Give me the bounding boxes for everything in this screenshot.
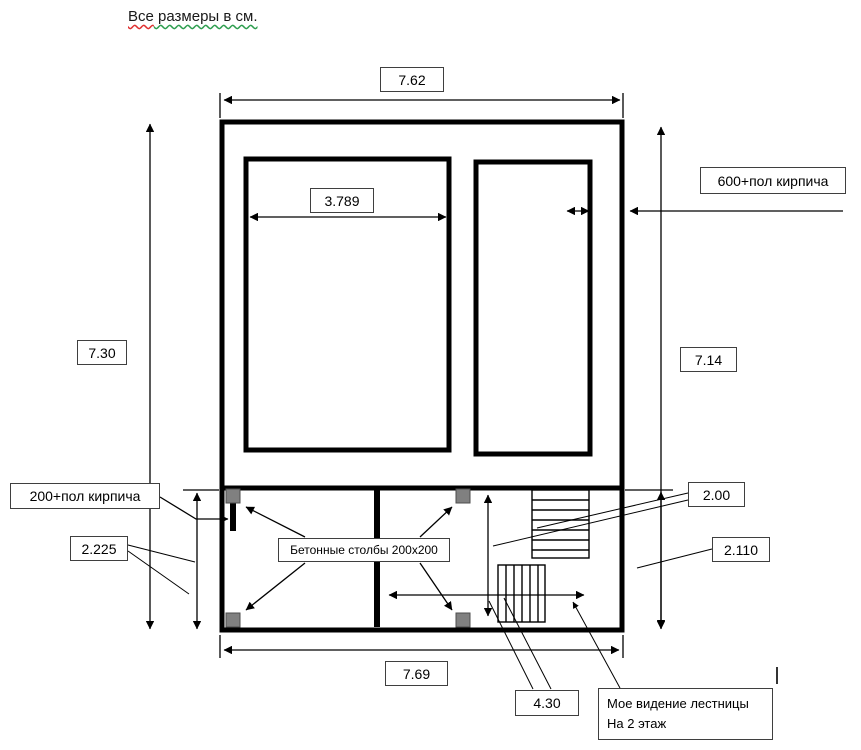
note-concrete-columns: Бетонные столбы 200x200 — [278, 538, 450, 562]
dim-bottom-width: 7.69 — [385, 661, 448, 686]
title-rest: размеры в см. — [153, 8, 258, 25]
right-room — [473, 159, 593, 457]
note-stairs-line1: Мое видение лестницы — [607, 696, 749, 711]
dim-top-width: 7.62 — [380, 67, 444, 92]
concrete-columns — [225, 488, 471, 628]
left-room — [243, 156, 452, 453]
concrete-column — [225, 612, 241, 628]
dim-bottom-span: 4.30 — [515, 690, 579, 716]
concrete-column — [455, 488, 471, 504]
inner-rooms — [243, 156, 593, 457]
dim-right-wall-thickness: 600+пол кирпича — [700, 167, 846, 194]
concrete-column — [455, 612, 471, 628]
dim-bottom-right-height: 2.110 — [712, 537, 770, 562]
dim-right-height: 7.14 — [680, 347, 737, 372]
leader-stairs-note — [572, 601, 621, 689]
outer-walls — [219, 119, 625, 633]
leader-left-wall-thickness — [159, 496, 229, 524]
outer-wall-rect — [219, 119, 625, 633]
note-stairs-line2: На 2 этаж — [607, 715, 667, 731]
dim-left-height: 7.30 — [77, 340, 127, 365]
dim-stair-flight: 2.00 — [688, 482, 745, 507]
concrete-column — [225, 488, 241, 504]
dim-left-wall-thickness: 200+пол кирпича — [10, 483, 160, 509]
note-stairs: Мое видение лестницы На 2 этаж — [598, 688, 773, 740]
stairs-lower-flight — [497, 564, 546, 623]
page-title: Все размеры в см. — [128, 8, 257, 25]
leader-lines — [127, 492, 713, 690]
dimension-lines — [145, 93, 843, 658]
title-word-spellchecked: Все — [128, 8, 154, 25]
dim-left-room-width: 3.789 — [310, 188, 374, 213]
stairs-upper-flight — [531, 489, 590, 559]
column-note-arrows — [245, 506, 453, 611]
dim-bottom-left-height: 2.225 — [70, 536, 128, 561]
